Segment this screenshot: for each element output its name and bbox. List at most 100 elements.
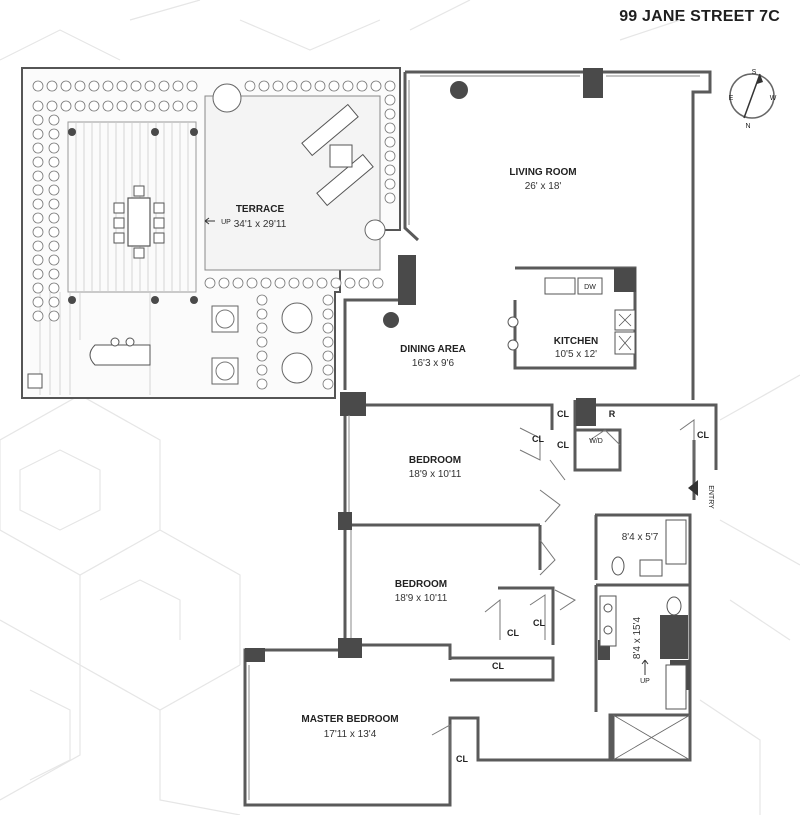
shrub — [300, 80, 312, 92]
washer-dryer-label: W/D — [589, 438, 603, 445]
shrub — [32, 198, 44, 210]
shrub — [344, 277, 356, 289]
shrub — [384, 136, 396, 148]
shrub — [256, 378, 268, 390]
shrub — [322, 294, 334, 306]
shrub — [48, 212, 60, 224]
listing-title: 99 JANE STREET 7C — [619, 8, 780, 25]
bedroom1-name: BEDROOM — [409, 455, 461, 466]
shrub — [48, 310, 60, 322]
shrub — [322, 350, 334, 362]
shrub — [32, 240, 44, 252]
shrub — [32, 114, 44, 126]
master-name: MASTER BEDROOM — [301, 714, 398, 725]
bathroom-fixtures — [599, 519, 691, 761]
closet-labels: CL CL CL CL CL CL CL CL DW R W/D UP UP E… — [204, 217, 714, 764]
compass-icon: E S W N — [729, 69, 777, 130]
shrub — [48, 254, 60, 266]
shrub — [46, 80, 58, 92]
windows — [248, 75, 700, 800]
shrub — [88, 100, 100, 112]
shrub — [158, 100, 170, 112]
shrub — [130, 80, 142, 92]
shrub — [256, 350, 268, 362]
living-room-dim: 26' x 18' — [525, 181, 562, 192]
shrub — [322, 322, 334, 334]
closet-label: CL — [533, 618, 545, 628]
shrub — [116, 100, 128, 112]
shrub — [48, 268, 60, 280]
shrub — [32, 184, 44, 196]
kitchen-name: KITCHEN — [554, 336, 598, 347]
shrub — [322, 308, 334, 320]
shrub — [204, 277, 216, 289]
shrub — [48, 114, 60, 126]
compass-e: E — [729, 95, 734, 102]
entry-arrow-icon — [688, 480, 698, 496]
shrub — [144, 100, 156, 112]
shrub — [286, 80, 298, 92]
shrub — [384, 192, 396, 204]
terrace-up-label: UP — [221, 219, 231, 226]
shrub — [102, 100, 114, 112]
shrub — [102, 80, 114, 92]
shrub — [32, 282, 44, 294]
door-swings — [431, 419, 695, 770]
living-room-name: LIVING ROOM — [509, 167, 576, 178]
shrub — [172, 80, 184, 92]
shrub — [48, 128, 60, 140]
shrub — [116, 80, 128, 92]
up-arrow-icon — [204, 217, 215, 225]
shrub — [232, 277, 244, 289]
shrub — [32, 254, 44, 266]
shrub — [256, 294, 268, 306]
closet-label: CL — [507, 628, 519, 638]
shrub — [302, 277, 314, 289]
shrub — [384, 80, 396, 92]
dining-name: DINING AREA — [400, 344, 466, 355]
shrub — [48, 240, 60, 252]
shrub — [274, 277, 286, 289]
kitchen-dim: 10'5 x 12' — [555, 349, 597, 360]
shrub — [32, 80, 44, 92]
shrub — [48, 184, 60, 196]
shrub — [314, 80, 326, 92]
shrub — [372, 277, 384, 289]
shrub — [342, 80, 354, 92]
shrub — [256, 364, 268, 376]
shrub — [32, 296, 44, 308]
shrub — [260, 277, 272, 289]
shrub — [256, 336, 268, 348]
shrub — [60, 80, 72, 92]
kitchen-fixtures — [507, 277, 636, 355]
shrub — [48, 296, 60, 308]
shrub — [384, 122, 396, 134]
terrace-dim: 34'1 x 29'11 — [234, 219, 287, 230]
dining-dim: 16'3 x 9'6 — [412, 358, 455, 369]
shrub — [186, 80, 198, 92]
shrub — [130, 100, 142, 112]
refrigerator-label: R — [609, 409, 616, 419]
shrub — [384, 94, 396, 106]
terrace-area — [21, 67, 401, 399]
shrub — [32, 100, 44, 112]
shrub — [328, 80, 340, 92]
shrub — [144, 80, 156, 92]
closet-label: CL — [697, 430, 709, 440]
shrub — [322, 364, 334, 376]
shrub — [330, 277, 342, 289]
closet-label: CL — [456, 754, 468, 764]
shrub — [48, 170, 60, 182]
bedroom2-name: BEDROOM — [395, 579, 447, 590]
shrub — [384, 164, 396, 176]
shrub — [74, 80, 86, 92]
closet-label: CL — [557, 440, 569, 450]
apartment-walls — [243, 70, 718, 807]
shrub — [48, 282, 60, 294]
bath1-dim: 8'4 x 5'7 — [622, 532, 659, 543]
shrub — [48, 198, 60, 210]
shrub — [172, 100, 184, 112]
shrub — [258, 80, 270, 92]
